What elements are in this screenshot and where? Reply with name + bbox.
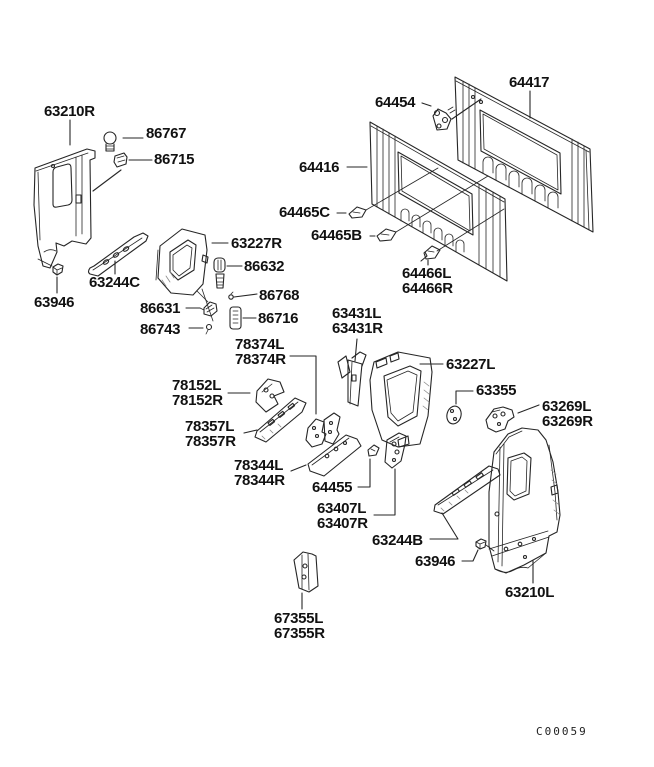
part-label-64454: 64454 [375,94,416,111]
part-label-63946-right: 63946 [415,553,456,570]
part-label-86631: 86631 [140,300,181,317]
part-63244B-drawing [433,465,501,515]
part-label-67355R: 67355R [274,625,325,642]
part-label-63210L: 63210L [505,584,555,601]
part-63407-drawing [384,432,407,469]
part-label-63407L: 63407L [317,500,367,517]
part-63210L-drawing [488,427,561,574]
part-label-78374R: 78374R [235,351,286,368]
part-label-86716: 86716 [258,310,299,327]
part-64465B-drawing [376,228,397,242]
part-label-63407R: 63407R [317,515,368,532]
part-63244C-drawing [87,232,149,277]
part-label-86715: 86715 [154,151,195,168]
part-label-78152L: 78152L [172,377,222,394]
part-label-78344R: 78344R [234,472,285,489]
part-86631-drawing [199,301,218,317]
part-63227L-drawing [369,351,433,448]
part-63210R-drawing [33,148,96,269]
part-label-63227R: 63227R [231,235,282,252]
part-86716-drawing [229,306,242,330]
part-78344-drawing [307,434,362,477]
part-63946-right-drawing [475,538,487,550]
part-label-67355L: 67355L [274,610,324,627]
part-63227R-drawing [155,228,209,296]
part-label-64466L: 64466L [402,265,452,282]
part-label-63227L: 63227L [446,356,496,373]
part-label-86743: 86743 [140,321,181,338]
part-label-63210R: 63210R [44,103,95,120]
part-86743-drawing [205,323,213,335]
part-label-64416: 64416 [299,159,340,176]
part-63946-left-drawing [52,263,64,276]
part-label-63269R: 63269R [542,413,593,430]
part-label-64417: 64417 [509,74,550,91]
part-label-63431L: 63431L [332,305,382,322]
part-label-63946-left: 63946 [34,294,75,311]
part-64455-drawing [367,444,380,457]
part-63269-drawing [485,406,515,433]
part-label-63244C: 63244C [89,274,140,291]
part-78152-drawing [255,378,285,413]
part-label-64455: 64455 [312,479,353,496]
part-63355-drawing [446,405,462,425]
part-64465C-drawing [348,206,367,219]
part-label-64466R: 64466R [402,280,453,297]
part-63431-drawing [337,351,367,407]
part-label-64465C: 64465C [279,204,330,221]
part-86768-drawing [228,291,234,300]
part-86767-drawing [103,131,117,152]
part-64454-drawing [432,106,456,131]
part-86715-drawing [113,152,128,168]
leader-lines [37,90,540,610]
part-label-78357R: 78357R [185,433,236,450]
part-86632-drawing [213,257,226,289]
part-label-78357L: 78357L [185,418,235,435]
part-64466-drawing [420,245,441,262]
part-label-63431R: 63431R [332,320,383,337]
drawing-code: C00059 [536,725,588,738]
part-64416-drawing [369,121,508,282]
part-label-86767: 86767 [146,125,187,142]
part-label-86768: 86768 [259,287,300,304]
part-label-78152R: 78152R [172,392,223,409]
part-label-86632: 86632 [244,258,285,275]
part-label-63269L: 63269L [542,398,592,415]
part-label-78344L: 78344L [234,457,284,474]
part-64417-drawing [454,76,594,233]
part-label-63355: 63355 [476,382,517,399]
part-78357-drawing [254,397,307,443]
part-67355-drawing [293,551,319,593]
part-label-64465B: 64465B [311,227,362,244]
part-label-63244B: 63244B [372,532,423,549]
part-label-78374L: 78374L [235,336,285,353]
part-78374-drawing [305,412,341,448]
